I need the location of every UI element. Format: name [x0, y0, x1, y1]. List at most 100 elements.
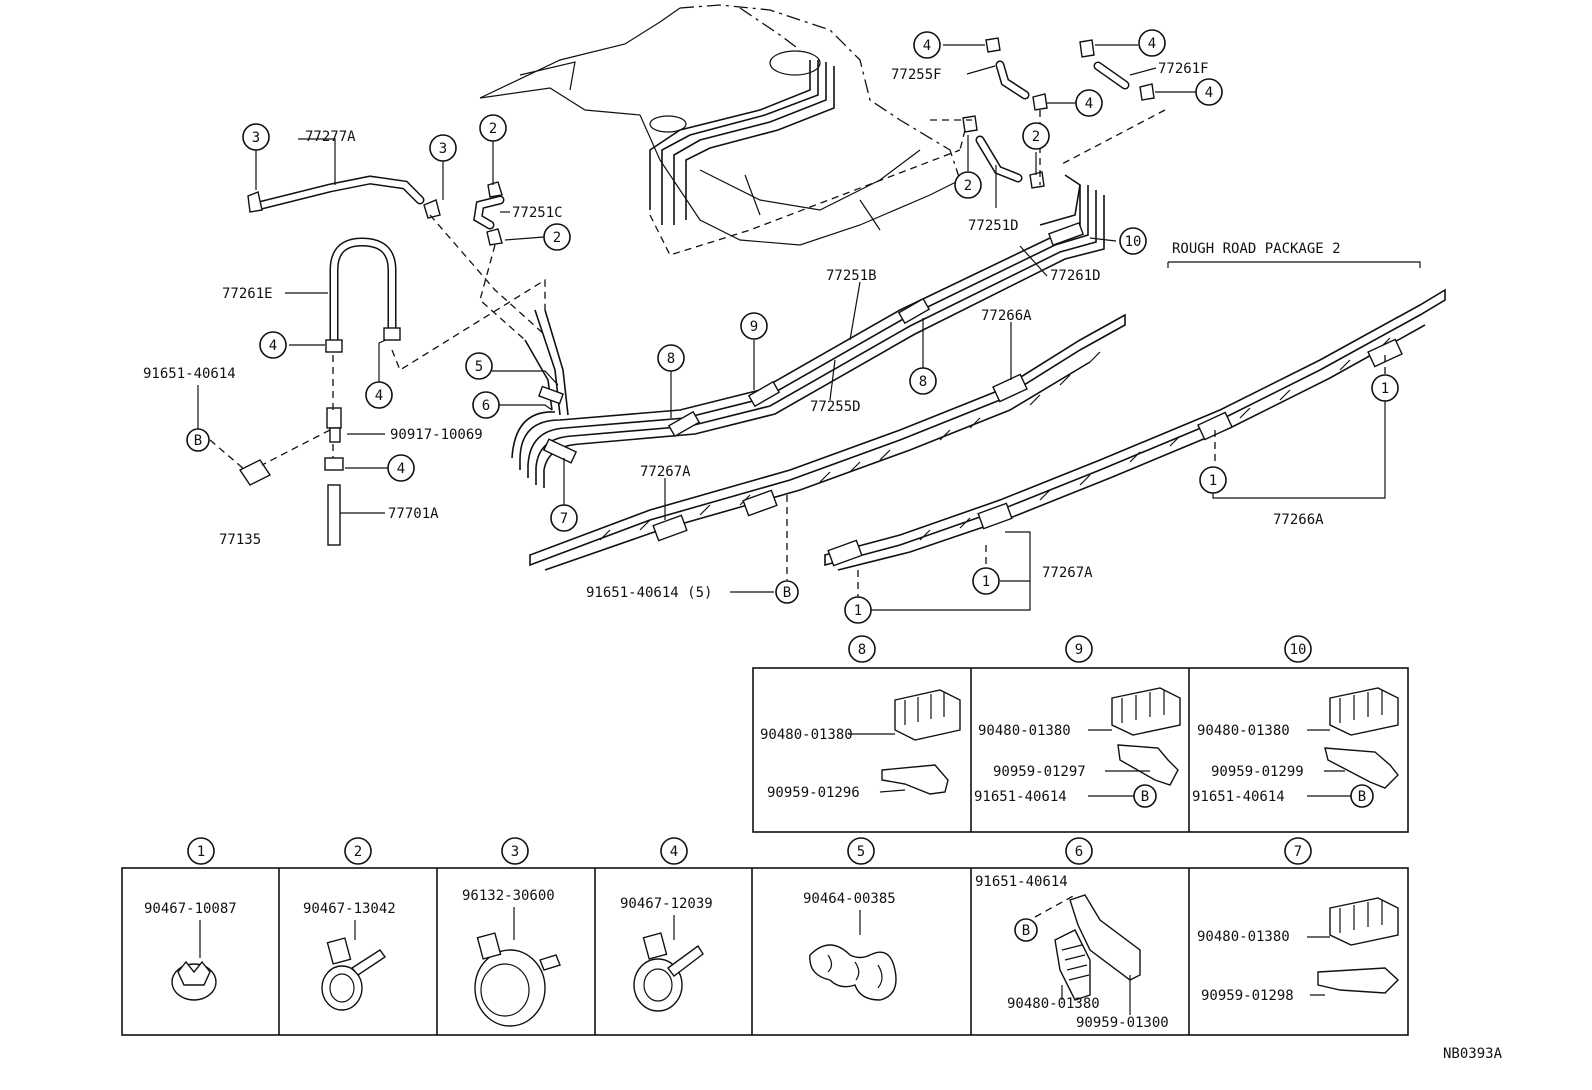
label-77261E: 77261E	[222, 286, 273, 302]
label-91651-40614: 91651-40614	[143, 366, 236, 382]
hose-77701A	[327, 484, 341, 546]
box9-B: B	[1133, 784, 1157, 808]
svg-text:5: 5	[475, 359, 483, 375]
box5-item-1: 90464-00385	[803, 891, 896, 907]
callout-1-a: 1	[1371, 374, 1399, 402]
callout-B-left: B	[186, 428, 210, 452]
svg-text:4: 4	[1148, 36, 1156, 52]
box6-item-2: 90480-01380	[1007, 996, 1100, 1012]
fuel-tank-outline	[479, 4, 961, 256]
detail-box-top: 8 9 10 90480-01380 90959-01296 90480-013…	[752, 635, 1409, 833]
svg-text:2: 2	[354, 844, 362, 860]
svg-text:7: 7	[1294, 844, 1302, 860]
detail-3-header: 3	[501, 837, 529, 865]
label-90917-10069: 90917-10069	[390, 427, 483, 443]
part-labels: 77277A 77251C 77261E 91651-40614 90917-1…	[143, 61, 1503, 1062]
callout-circles: 3 3 2 2 4 4 4 B 5 6 7 8 9 8 10 B 4 4 4 4…	[186, 29, 1399, 624]
callout-4-a: 4	[259, 331, 287, 359]
hose-77261E	[325, 237, 401, 353]
box10-item-1: 90480-01380	[1197, 723, 1290, 739]
box9-item-3: 91651-40614	[974, 789, 1067, 805]
box6-B: B	[1014, 918, 1038, 942]
svg-text:2: 2	[964, 178, 972, 194]
svg-text:3: 3	[252, 130, 260, 146]
box3-item-1: 96132-30600	[462, 888, 555, 904]
svg-text:8: 8	[667, 351, 675, 367]
label-77251C: 77251C	[512, 205, 563, 221]
bracket-lower-right	[824, 288, 1446, 571]
box7-item-1: 90480-01380	[1197, 929, 1290, 945]
callout-2-d: 2	[954, 171, 982, 199]
callout-8-b: 8	[909, 367, 937, 395]
svg-text:B: B	[1141, 789, 1149, 805]
svg-text:B: B	[783, 585, 791, 601]
leader-lines	[197, 44, 1421, 611]
callout-4-top-d: 4	[1075, 89, 1103, 117]
callout-3-left: 3	[242, 123, 270, 151]
detail-4-header: 4	[660, 837, 688, 865]
detail-7-header: 7	[1284, 837, 1312, 865]
hose-77261F	[1079, 39, 1155, 101]
callout-2-b: 2	[543, 223, 571, 251]
svg-text:B: B	[1022, 923, 1030, 939]
box10-item-3: 91651-40614	[1192, 789, 1285, 805]
label-77701A: 77701A	[388, 506, 439, 522]
callout-5: 5	[465, 352, 493, 380]
label-77266A-right: 77266A	[1273, 512, 1324, 528]
svg-text:4: 4	[1205, 85, 1213, 101]
box10-B: B	[1350, 784, 1374, 808]
svg-text:1: 1	[854, 603, 862, 619]
detail-8-header: 8	[848, 635, 876, 663]
hose-77251D	[962, 115, 1045, 189]
callout-4-b: 4	[365, 381, 393, 409]
callout-B-center: B	[775, 580, 799, 604]
svg-text:2: 2	[553, 230, 561, 246]
hose-77277A	[247, 175, 441, 219]
callout-1-b: 1	[1199, 466, 1227, 494]
callout-10: 10	[1119, 227, 1147, 255]
label-77261F: 77261F	[1158, 61, 1209, 77]
rough-road-label: ROUGH ROAD PACKAGE 2	[1172, 241, 1341, 257]
callout-3-right: 3	[429, 134, 457, 162]
svg-text:5: 5	[857, 844, 865, 860]
svg-text:7: 7	[560, 511, 568, 527]
hose-77251C	[473, 181, 505, 246]
svg-text:3: 3	[511, 844, 519, 860]
svg-text:8: 8	[858, 642, 866, 658]
label-77251B: 77251B	[826, 268, 877, 284]
label-77266A-top: 77266A	[981, 308, 1032, 324]
fuel-valve-90917-10069	[324, 407, 344, 471]
svg-text:4: 4	[375, 388, 383, 404]
callout-7: 7	[550, 504, 578, 532]
callout-8-a: 8	[657, 344, 685, 372]
box1-item-1: 90467-10087	[144, 901, 237, 917]
callout-9: 9	[740, 312, 768, 340]
fuel-line-bundle	[511, 174, 1105, 488]
callout-2-c: 2	[1022, 122, 1050, 150]
box9-item-1: 90480-01380	[978, 723, 1071, 739]
svg-text:6: 6	[1075, 844, 1083, 860]
svg-text:4: 4	[923, 38, 931, 54]
svg-text:9: 9	[1075, 642, 1083, 658]
box6-item-1: 91651-40614	[975, 874, 1068, 890]
detail-2-header: 2	[344, 837, 372, 865]
svg-text:1: 1	[197, 844, 205, 860]
label-77277A: 77277A	[305, 129, 356, 145]
svg-text:10: 10	[1290, 642, 1307, 658]
svg-text:2: 2	[1032, 129, 1040, 145]
svg-text:10: 10	[1125, 234, 1142, 250]
bracket-upper-left	[529, 313, 1126, 571]
svg-text:1: 1	[1209, 473, 1217, 489]
diagram-code: NB0393A	[1443, 1046, 1503, 1062]
label-77135: 77135	[219, 532, 261, 548]
svg-text:8: 8	[919, 374, 927, 390]
box4-item-1: 90467-12039	[620, 896, 713, 912]
callout-4-top-a: 4	[913, 31, 941, 59]
detail-5-header: 5	[847, 837, 875, 865]
box9-item-2: 90959-01297	[993, 764, 1086, 780]
label-91651-40614-5: 91651-40614 (5)	[586, 585, 712, 601]
label-77255F: 77255F	[891, 67, 942, 83]
hose-77255F	[985, 37, 1048, 111]
label-77267A-left: 77267A	[640, 464, 691, 480]
